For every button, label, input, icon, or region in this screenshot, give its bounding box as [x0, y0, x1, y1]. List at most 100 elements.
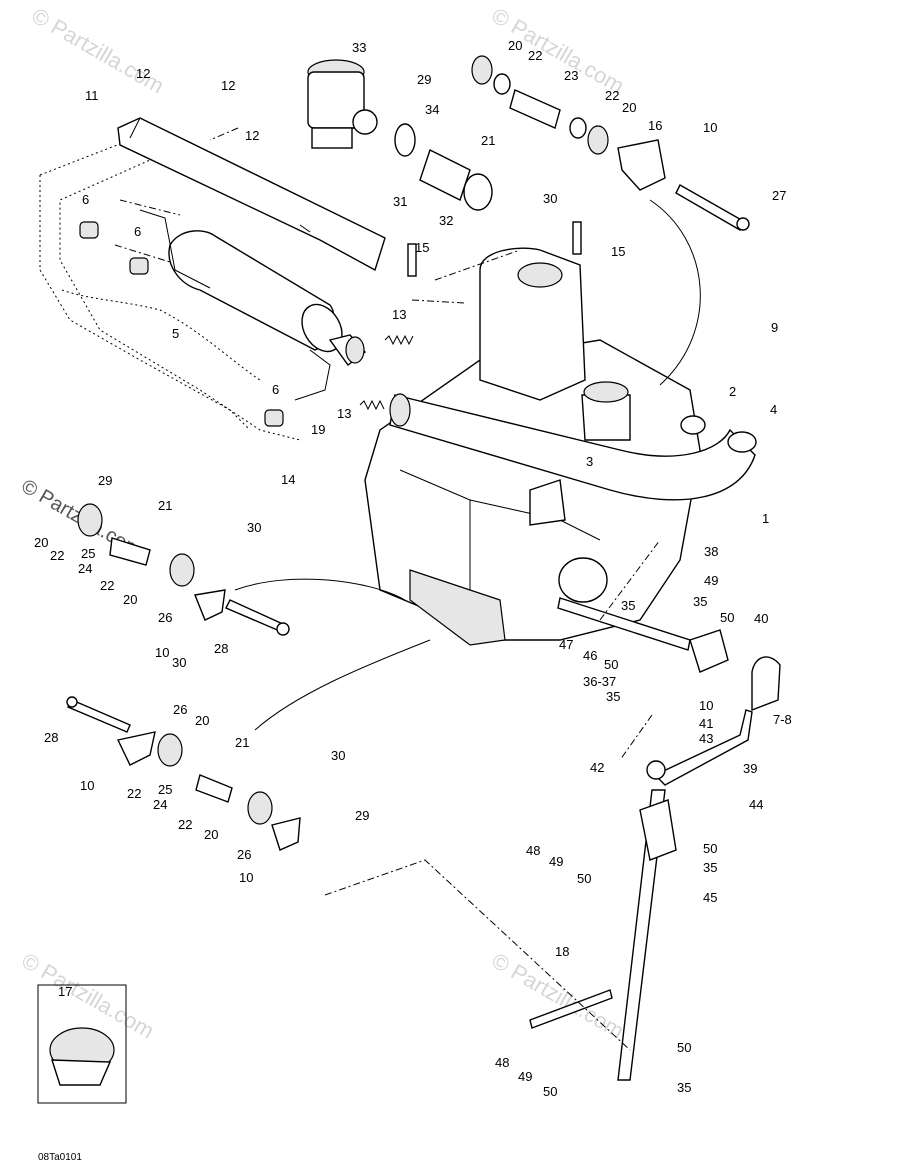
callout-c42: 42: [590, 760, 604, 775]
shift-lever-part-39: [646, 656, 781, 786]
callout-c21a: 21: [481, 133, 495, 148]
callout-c48a: 48: [526, 843, 540, 858]
bracket-part-50: [689, 629, 729, 673]
callout-c35a: 35: [621, 598, 635, 613]
callout-c36: 36-37: [583, 674, 616, 689]
intake-boot-group: [394, 123, 493, 211]
callout-c35d: 35: [703, 860, 717, 875]
watermark-1: © Partzilla.com: [28, 3, 169, 99]
callout-c5: 5: [172, 326, 179, 341]
output-shaft-group-top: [471, 55, 609, 155]
callout-c24b: 24: [153, 797, 167, 812]
callout-c35c: 35: [606, 689, 620, 704]
callout-c13a: 13: [392, 307, 406, 322]
callout-c12c: 12: [245, 128, 259, 143]
callout-c39: 39: [743, 761, 757, 776]
callout-c14: 14: [281, 472, 295, 487]
callout-c28b: 28: [44, 730, 58, 745]
callout-c26b: 26: [173, 702, 187, 717]
callout-c29c: 29: [355, 808, 369, 823]
long-rod-part-45: [617, 789, 666, 1081]
spark-plug-part-15a: [407, 243, 417, 277]
callout-c3: 3: [586, 454, 593, 469]
callout-c15a: 15: [415, 240, 429, 255]
callout-c29b: 29: [98, 473, 112, 488]
callout-c22a: 22: [528, 48, 542, 63]
callout-c48b: 48: [495, 1055, 509, 1070]
callout-c4: 4: [770, 402, 777, 417]
callout-c24a: 24: [78, 561, 92, 576]
callout-c22e: 22: [127, 786, 141, 801]
callout-c30a: 30: [543, 191, 557, 206]
callout-c10d: 10: [80, 778, 94, 793]
callout-c25a: 25: [81, 546, 95, 561]
spring-part-13b: [359, 399, 385, 411]
callout-c18: 18: [555, 944, 569, 959]
callout-c50e: 50: [677, 1040, 691, 1055]
callout-c35b: 35: [693, 594, 707, 609]
callout-c6c: 6: [272, 382, 279, 397]
carburetor-part-33: [307, 59, 378, 149]
callout-c28a: 28: [214, 641, 228, 656]
callout-c41: 41: [699, 716, 713, 731]
diagram-code: 08Ta0101: [38, 1152, 82, 1163]
callout-c30d: 30: [331, 748, 345, 763]
callout-c11: 11: [85, 88, 99, 103]
callout-c10c: 10: [699, 698, 713, 713]
callout-c13b: 13: [337, 406, 351, 421]
callout-c9: 9: [771, 320, 778, 335]
callout-c6a: 6: [82, 192, 89, 207]
muffler-part-5: [139, 209, 367, 401]
link-rod-part-18: [529, 989, 613, 1029]
callout-c1: 1: [762, 511, 769, 526]
callout-c44: 44: [749, 797, 763, 812]
callout-c25b: 25: [158, 782, 172, 797]
callout-c21b: 21: [158, 498, 172, 513]
callout-c22d: 22: [100, 578, 114, 593]
callout-c50c: 50: [703, 841, 717, 856]
callout-c15b: 15: [611, 244, 625, 259]
callout-c31: 31: [393, 194, 407, 209]
callout-c50b: 50: [604, 657, 618, 672]
callout-c32: 32: [439, 213, 453, 228]
bracket-part-16: [617, 139, 750, 231]
spark-plug-part-15b: [572, 221, 582, 255]
callout-c49a: 49: [704, 573, 718, 588]
callout-c12a: 12: [136, 66, 150, 81]
callout-c30c: 30: [172, 655, 186, 670]
callout-c34: 34: [425, 102, 439, 117]
callout-c22f: 22: [178, 817, 192, 832]
spring-part-13a: [384, 334, 414, 346]
callout-c45: 45: [703, 890, 717, 905]
callout-c21c: 21: [235, 735, 249, 750]
callout-c43: 43: [699, 731, 713, 746]
callout-c17: 17: [58, 984, 72, 999]
exhaust-pipe-part-1: [389, 394, 756, 501]
callout-c22c: 22: [50, 548, 64, 563]
callout-c6b: 6: [134, 224, 141, 239]
callout-c29a: 29: [417, 72, 431, 87]
callout-c46: 46: [583, 648, 597, 663]
callout-c33: 33: [352, 40, 366, 55]
callout-c47: 47: [559, 637, 573, 652]
callout-c20e: 20: [195, 713, 209, 728]
inset-box-part-17: [37, 984, 127, 1104]
callout-c49b: 49: [549, 854, 563, 869]
callout-c23: 23: [564, 68, 578, 83]
callout-c38: 38: [704, 544, 718, 559]
callout-c22b: 22: [605, 88, 619, 103]
callout-c27: 27: [772, 188, 786, 203]
mount-assembly-lower-left: [66, 696, 301, 851]
callout-c49c: 49: [518, 1069, 532, 1084]
callout-c10a: 10: [703, 120, 717, 135]
callout-c50d: 50: [577, 871, 591, 886]
callout-c20c: 20: [34, 535, 48, 550]
callout-c50f: 50: [543, 1084, 557, 1099]
callout-c10e: 10: [239, 870, 253, 885]
callout-c12b: 12: [221, 78, 235, 93]
callout-c35e: 35: [677, 1080, 691, 1095]
shift-rod-part-46: [557, 597, 691, 651]
callout-c50a: 50: [720, 610, 734, 625]
callout-c19: 19: [311, 422, 325, 437]
